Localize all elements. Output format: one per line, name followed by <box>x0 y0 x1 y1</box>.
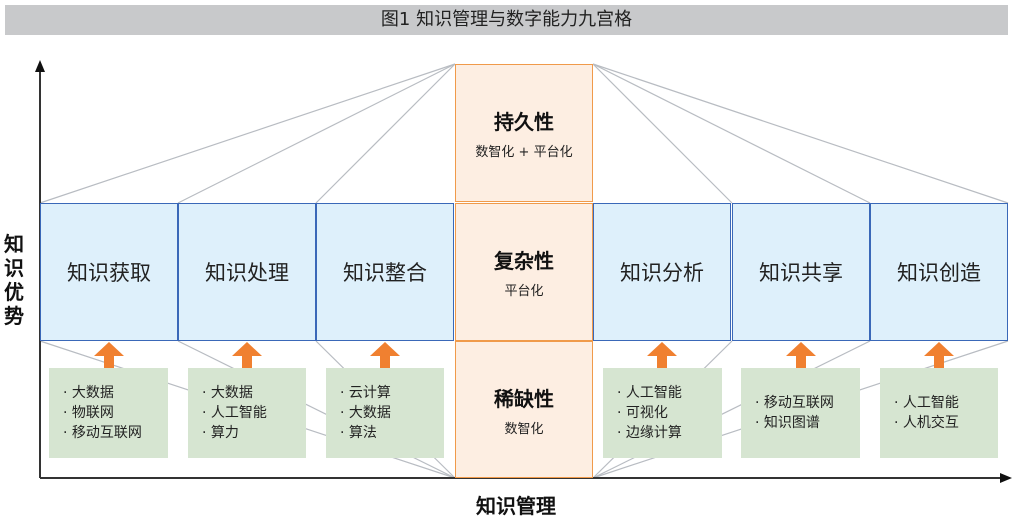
tech-item: 算法 <box>340 423 444 443</box>
up-arrow-icon <box>647 342 677 368</box>
up-arrow-icon <box>786 342 816 368</box>
cell-heading: 复杂性 <box>494 249 554 273</box>
tech-item: 大数据 <box>63 383 168 403</box>
cell-sub: 数智化 <box>504 421 544 437</box>
cell-sub: 数智化 + 平台化 <box>475 145 573 160</box>
tech-item: 人工智能 <box>617 383 722 403</box>
stage-box: 知识分析 <box>593 203 731 341</box>
tech-item: 人工智能 <box>894 393 998 413</box>
tech-item: 边缘计算 <box>617 423 722 443</box>
y-axis-label: 知识优势 <box>4 232 24 328</box>
cell-heading: 持久性 <box>494 110 554 134</box>
stage-box: 知识整合 <box>316 203 454 341</box>
cell-heading: 稀缺性 <box>494 386 554 411</box>
up-arrow-icon <box>924 342 954 368</box>
y-axis-arrow-icon <box>35 60 45 72</box>
tech-item: 云计算 <box>340 383 444 403</box>
center-cell-bottom: 稀缺性数智化 <box>455 341 593 478</box>
up-arrow-icon <box>94 342 124 368</box>
tech-item: 知识图谱 <box>755 413 860 433</box>
x-axis-arrow-icon <box>1000 473 1012 483</box>
tech-item: 算力 <box>202 423 306 443</box>
tech-item: 物联网 <box>63 403 168 423</box>
stage-box: 知识处理 <box>178 203 316 341</box>
tech-item: 人工智能 <box>202 403 306 423</box>
tech-item: 大数据 <box>202 383 306 403</box>
x-axis-label: 知识管理 <box>476 494 556 518</box>
up-arrow-icon <box>370 342 400 368</box>
tech-box: 人工智能可视化边缘计算 <box>603 368 722 458</box>
tech-item: 可视化 <box>617 403 722 423</box>
center-cell-top: 持久性数智化 + 平台化 <box>455 64 593 202</box>
up-arrow-icon <box>232 342 262 368</box>
tech-box: 云计算大数据算法 <box>326 368 444 458</box>
figure-title: 图1 知识管理与数字能力九宫格 <box>5 5 1008 35</box>
tech-box: 大数据人工智能算力 <box>188 368 306 458</box>
tech-item: 移动互联网 <box>63 423 168 443</box>
tech-box: 移动互联网知识图谱 <box>741 368 860 458</box>
tech-box: 大数据物联网移动互联网 <box>49 368 168 458</box>
center-cell-middle: 复杂性平台化 <box>455 203 593 341</box>
tech-box: 人工智能人机交互 <box>880 368 998 458</box>
tech-item: 人机交互 <box>894 413 998 433</box>
tech-item: 大数据 <box>340 403 444 423</box>
tech-item: 移动互联网 <box>755 393 860 413</box>
stage-box: 知识共享 <box>732 203 870 341</box>
cell-sub: 平台化 <box>504 284 544 299</box>
stage-box: 知识创造 <box>870 203 1008 341</box>
stage-box: 知识获取 <box>40 203 178 341</box>
